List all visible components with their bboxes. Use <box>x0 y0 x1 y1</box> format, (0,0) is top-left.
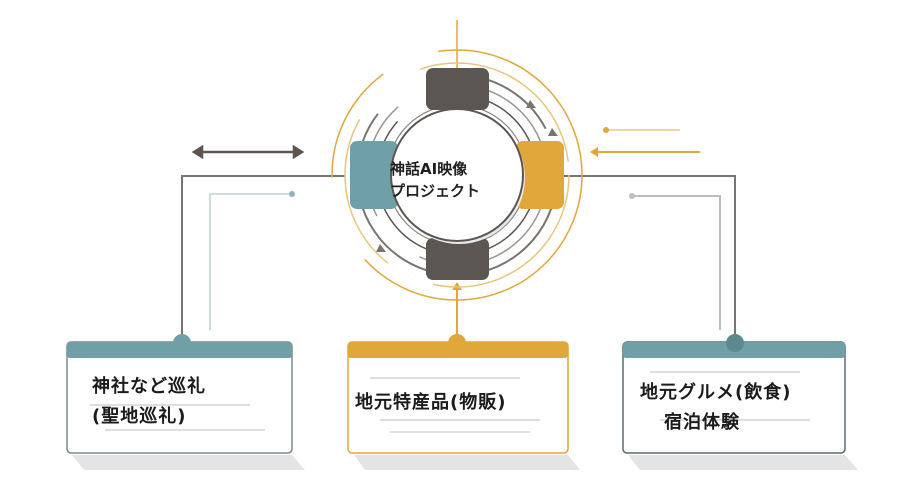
top-left-arrow <box>191 144 305 160</box>
connector-right-arrowhead <box>590 147 598 157</box>
hub-ring-1 <box>331 49 583 301</box>
ring-arrowheads <box>376 100 558 252</box>
card-left-line1: 神社など巡礼 <box>92 376 206 397</box>
card-center-text: 地元特産品(物販) <box>355 388 575 418</box>
connector-left-line-light <box>209 193 292 330</box>
card-left <box>66 334 305 470</box>
card-center <box>347 334 580 470</box>
connector-right-line-dark <box>562 175 736 342</box>
card-left-shadow <box>72 455 305 470</box>
card-left-deco-lines <box>90 404 265 431</box>
connector-right-line-gray <box>632 195 721 330</box>
card-left-node <box>173 334 191 352</box>
hub-label-line2: プロジェクト <box>390 182 481 200</box>
connector-center <box>452 282 462 338</box>
card-center-node <box>448 334 466 352</box>
hub-label-line1: 神話AI映像 <box>390 160 468 178</box>
connector-right-dot-gold <box>603 127 609 133</box>
card-right-line2: 宿泊体験 <box>664 412 740 433</box>
hub-block-left <box>350 141 398 209</box>
connector-left-line-dark <box>181 175 345 342</box>
connector-right-dot-gray <box>629 193 635 199</box>
hub-circle <box>390 108 524 242</box>
card-right <box>622 334 858 470</box>
hub-block-bottom <box>426 238 489 280</box>
card-left-line2: (聖地巡礼) <box>92 406 187 427</box>
hub-block-top <box>426 68 489 110</box>
connector-right <box>562 127 736 342</box>
hub-ring-2 <box>344 62 570 288</box>
connector-left <box>181 175 345 342</box>
card-center-deco-lines <box>370 377 540 433</box>
hub-label: 神話AI映像 プロジェクト <box>390 158 520 202</box>
card-right-deco-lines <box>650 371 810 421</box>
card-center-shadow <box>354 455 580 470</box>
card-right-line1: 地元グルメ(飲食) <box>640 382 792 403</box>
card-right-text: 地元グルメ(飲食) 宿泊体験 <box>640 378 850 438</box>
card-center-line1: 地元特産品(物販) <box>355 392 507 413</box>
card-left-text: 神社など巡礼 (聖地巡礼) <box>92 372 292 432</box>
card-right-shadow <box>628 455 858 470</box>
card-right-node <box>726 334 744 352</box>
hub-block-right <box>516 141 564 209</box>
connector-left-dot <box>289 191 295 197</box>
